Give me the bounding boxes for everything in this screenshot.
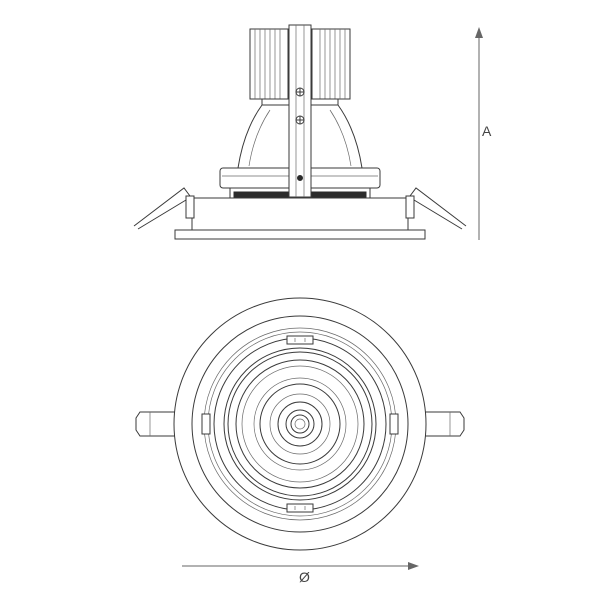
pivot-pin [297, 175, 303, 181]
trim-body [191, 197, 409, 231]
spring-tab-right [421, 411, 465, 437]
diameter-dimension-arrow [182, 562, 419, 570]
outer-flange [173, 297, 427, 551]
trim-flange [174, 229, 426, 240]
height-label: A [482, 123, 492, 139]
spring-tab-left [135, 411, 179, 437]
gimbal-ring [223, 347, 377, 501]
notch-left [201, 413, 211, 435]
reflector-rim [235, 359, 365, 489]
trim-ring [191, 315, 409, 533]
led-chip [290, 414, 310, 434]
heat-sink-left [249, 28, 289, 100]
reflector-inner [259, 383, 341, 465]
spring-clip-left [133, 187, 195, 230]
led-module [285, 409, 315, 439]
notch-bottom [286, 503, 314, 513]
height-dimension-arrow [475, 27, 483, 240]
top-view [135, 297, 465, 551]
side-view [133, 24, 467, 240]
mounting-bracket [288, 24, 312, 198]
notch-right [389, 413, 399, 435]
heat-sink-right [311, 28, 351, 100]
diameter-label: Ø [299, 569, 310, 585]
spring-clip-right [405, 187, 467, 230]
notch-top [286, 335, 314, 345]
lens-outer [277, 401, 323, 447]
